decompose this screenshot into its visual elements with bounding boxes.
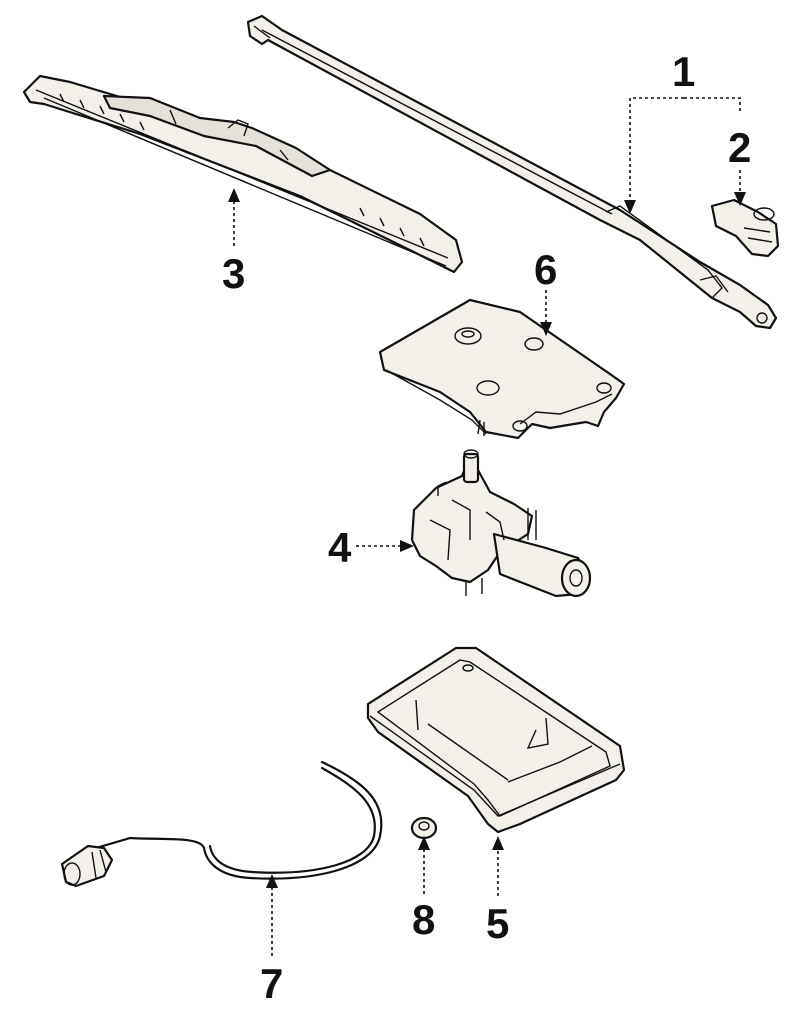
- arrow-1: [624, 200, 636, 214]
- callout-7: 7: [260, 960, 283, 1007]
- arrow-5: [492, 836, 504, 850]
- mounting-plate: [378, 298, 626, 440]
- callout-labels: 1 2 3 4 5 6 7 8: [222, 48, 751, 1007]
- wiper-arm: [246, 14, 778, 330]
- arrow-8: [418, 836, 430, 850]
- wiper-blade: [22, 74, 464, 274]
- arrow-3: [228, 188, 240, 202]
- arrow-2: [734, 192, 746, 206]
- callout-leaders: [228, 97, 746, 956]
- callout-5: 5: [486, 900, 509, 947]
- leader-1b: [684, 97, 741, 112]
- leader-1: [629, 97, 684, 208]
- callout-3: 3: [222, 250, 245, 297]
- wiper-motor: [410, 449, 592, 598]
- callout-6: 6: [534, 246, 557, 293]
- callout-1: 1: [672, 48, 695, 95]
- callout-2: 2: [728, 124, 751, 171]
- motor-cover: [366, 646, 626, 834]
- arrow-6: [540, 322, 552, 336]
- arm-cap: [710, 198, 780, 258]
- washer-hose: [60, 760, 383, 888]
- callout-8: 8: [412, 896, 435, 943]
- arrow-4: [400, 540, 414, 552]
- grommet: [410, 816, 438, 840]
- arrow-7: [266, 874, 278, 888]
- callout-4: 4: [328, 524, 352, 571]
